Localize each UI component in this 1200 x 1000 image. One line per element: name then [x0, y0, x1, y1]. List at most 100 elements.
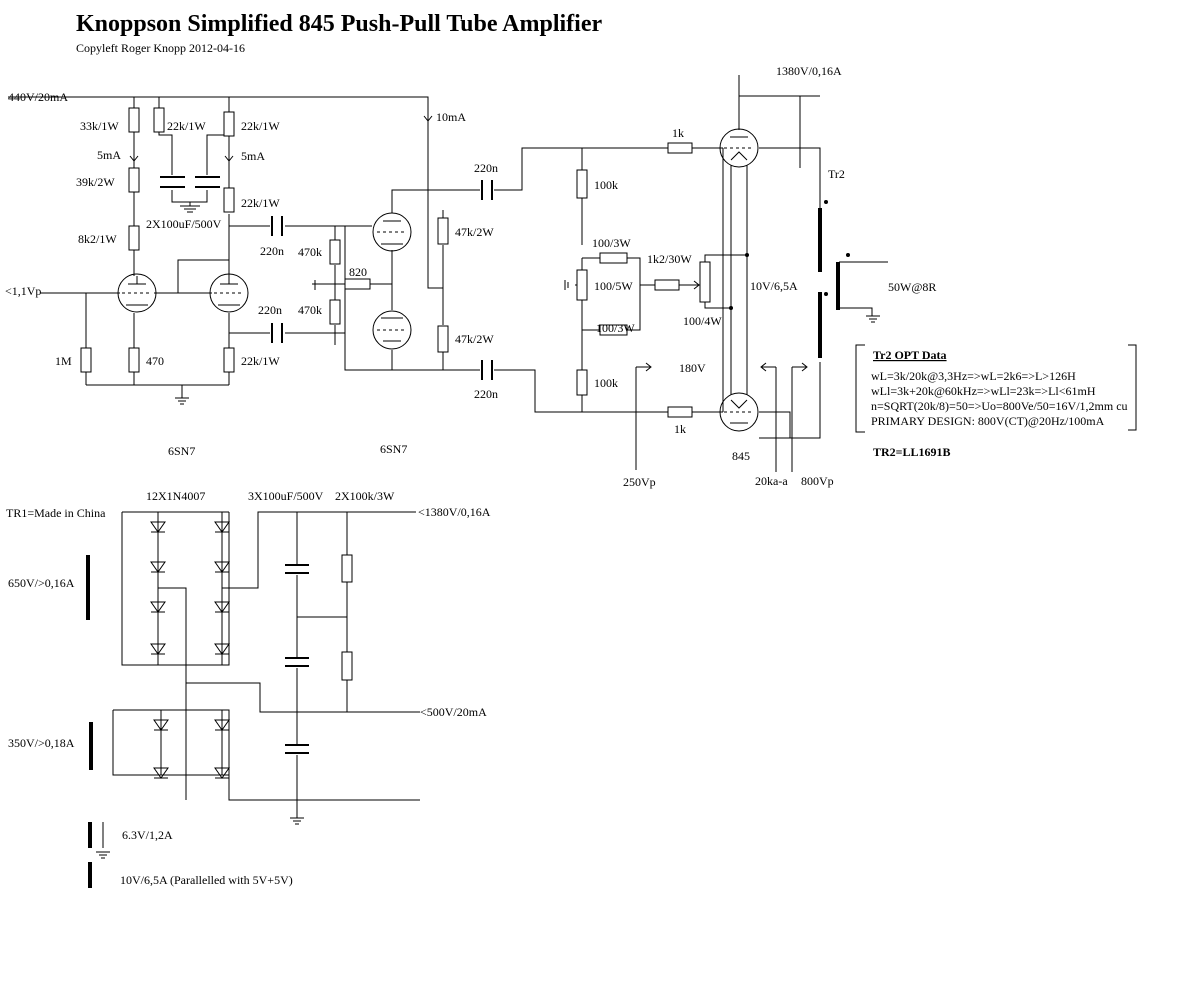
ground-icon — [180, 205, 200, 213]
label-220n: 220n — [258, 303, 282, 317]
bleeder-resistors — [341, 554, 353, 681]
resistor-470 — [128, 347, 140, 373]
label-tr2: Tr2 — [828, 167, 845, 181]
capacitor-2x100uf-b — [195, 176, 220, 188]
label-1k: 1k — [674, 422, 686, 436]
label-6sn7: 6SN7 — [168, 444, 195, 458]
label-845: 845 — [732, 449, 750, 463]
resistor-100k-a — [576, 169, 588, 199]
label-39k: 39k/2W — [76, 175, 115, 189]
label-100-5w: 100/5W — [594, 279, 633, 293]
tr2-part-number: TR2=LL1691B — [873, 445, 951, 459]
resistor-47k-a — [437, 217, 449, 245]
label-250vp: 250Vp — [623, 475, 656, 489]
label-10ma: 10mA — [436, 110, 466, 124]
opt-line: PRIMARY DESIGN: 800V(CT)@20Hz/100mA — [871, 414, 1105, 428]
label-47k: 47k/2W — [455, 225, 494, 239]
ground-icon — [175, 397, 189, 405]
resistor-47k-b — [437, 325, 449, 353]
resistor-1k2 — [654, 279, 680, 291]
label-33k: 33k/1W — [80, 119, 119, 133]
opt-heading: Tr2 OPT Data — [873, 348, 947, 362]
label-220n: 220n — [260, 244, 284, 258]
resistor-100-3w-a — [599, 252, 628, 264]
label-1k: 1k — [672, 126, 684, 140]
resistor-22k-c — [223, 187, 235, 213]
label-5ma: 5mA — [97, 148, 121, 162]
opt-line: n=SQRT(20k/8)=50=>Uo=800Ve/50=16V/1,2mm … — [871, 399, 1128, 413]
label-filament-845: 10V/6,5A — [750, 279, 798, 293]
label-800vp: 800Vp — [801, 474, 834, 488]
label-180v: 180V — [679, 361, 706, 375]
resistor-33k — [128, 107, 140, 133]
driver-capacitors — [160, 176, 493, 380]
capacitor-220n-d — [481, 360, 493, 380]
rectifier-diodes — [150, 521, 230, 779]
label-22k: 22k/1W — [241, 119, 280, 133]
label-100k: 100k — [594, 178, 618, 192]
tube-6sn7-driver-b — [372, 310, 412, 350]
opt-line: wL=3k/20k@3,3Hz=>wL=2k6=>L>126H — [871, 369, 1076, 383]
label-1380v-out: <1380V/0,16A — [418, 505, 491, 519]
label-8k2: 8k2/1W — [78, 232, 117, 246]
label-5ma: 5mA — [241, 149, 265, 163]
driver-resistors — [80, 107, 449, 373]
output-arrows — [636, 362, 808, 372]
resistor-100-5w — [576, 269, 588, 301]
opt-data-box: Tr2 OPT Data wL=3k/20k@3,3Hz=>wL=2k6=>L>… — [855, 344, 1137, 459]
label-100-3w: 100/3W — [592, 236, 631, 250]
label-820: 820 — [349, 265, 367, 279]
capacitor-2x100uf-a — [160, 176, 185, 188]
capacitor-220n-b — [271, 323, 283, 343]
resistor-820 — [344, 278, 371, 290]
capacitor-220n-c — [481, 180, 493, 200]
resistor-1m — [80, 347, 92, 373]
ground-icon — [96, 851, 110, 859]
current-arrows — [129, 110, 433, 162]
label-input: <1,1Vp — [5, 284, 41, 298]
resistor-470k-a — [329, 239, 341, 265]
label-650v: 650V/>0,16A — [8, 576, 75, 590]
tube-845-upper — [719, 128, 759, 168]
resistor-100k-b — [576, 369, 588, 396]
schematic-title: Knoppson Simplified 845 Push-Pull Tube A… — [76, 11, 602, 37]
label-100k: 100k — [594, 376, 618, 390]
label-6v3: 6.3V/1,2A — [122, 828, 173, 842]
resistor-22k-a — [153, 107, 165, 133]
ground-icon — [290, 817, 304, 825]
capacitor-220n-a — [271, 216, 283, 236]
resistor-100-4w — [699, 261, 711, 303]
label-2x100k: 2X100k/3W — [335, 489, 395, 503]
label-diodes: 12X1N4007 — [146, 489, 205, 503]
transformer-tr2 — [818, 208, 840, 358]
resistor-1k-b — [667, 406, 693, 418]
label-100-3w: 100/3W — [596, 321, 635, 335]
output-resistors — [576, 142, 711, 418]
label-220n: 220n — [474, 161, 498, 175]
label-470k: 470k — [298, 245, 322, 259]
label-1k2: 1k2/30W — [647, 252, 692, 266]
tube-845-lower — [719, 392, 759, 432]
label-1m: 1M — [55, 354, 72, 368]
ground-icon — [866, 315, 880, 323]
label-350v: 350V/>0,18A — [8, 736, 75, 750]
label-470k: 470k — [298, 303, 322, 317]
driver-wiring — [8, 96, 668, 413]
power-transformer-windings — [86, 555, 93, 888]
resistor-22k-b — [223, 111, 235, 137]
opt-line: wLl=3k+20k@60kHz=>wLl=23k=>Ll<61mH — [871, 384, 1096, 398]
label-tr1: TR1=Made in China — [6, 506, 106, 520]
label-3x100uf: 3X100uF/500V — [248, 489, 324, 503]
label-440v: 440V/20mA — [8, 90, 68, 104]
label-20ka-a: 20ka-a — [755, 474, 788, 488]
label-22k: 22k/1W — [241, 354, 280, 368]
label-22k: 22k/1W — [241, 196, 280, 210]
label-2x100uf: 2X100uF/500V — [146, 217, 222, 231]
junction-dots — [729, 200, 850, 310]
label-470: 470 — [146, 354, 164, 368]
label-100-4w: 100/4W — [683, 314, 722, 328]
component-labels: 440V/20mA 33k/1W 22k/1W 22k/1W 5mA 5mA 3… — [5, 64, 936, 887]
tube-6sn7-input-b — [209, 273, 249, 313]
label-output: 50W@8R — [888, 280, 936, 294]
label-500v-out: <500V/20mA — [420, 705, 487, 719]
